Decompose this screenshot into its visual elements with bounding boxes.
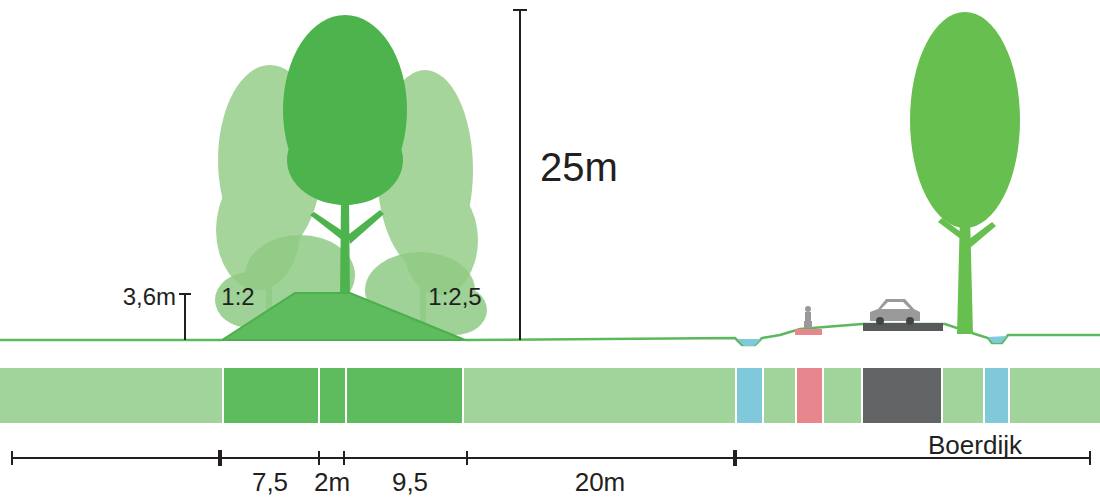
roadside-tree [910,12,1020,334]
zone-bar [0,368,1100,423]
slope-ratio: 1:2,5 [428,285,481,309]
width-dimension: 20m [575,469,626,495]
height-dimension: 25m [540,147,618,187]
car [870,299,920,325]
width-dimension: 7,5 [252,469,288,495]
height-markers [179,10,527,340]
cyclist [804,306,812,328]
ditch [737,339,761,346]
cycle-path [795,329,822,335]
road [863,323,943,331]
width-dimension: 9,5 [392,469,428,495]
ditch [988,336,1007,343]
slope-ratio: 1:2 [221,285,254,309]
width-dimension: Boerdijk [928,432,1022,458]
height-dimension: 3,6m [123,285,176,309]
width-dimension: 2m [314,469,350,495]
main-tree [283,15,407,300]
ground-line [0,324,1100,345]
